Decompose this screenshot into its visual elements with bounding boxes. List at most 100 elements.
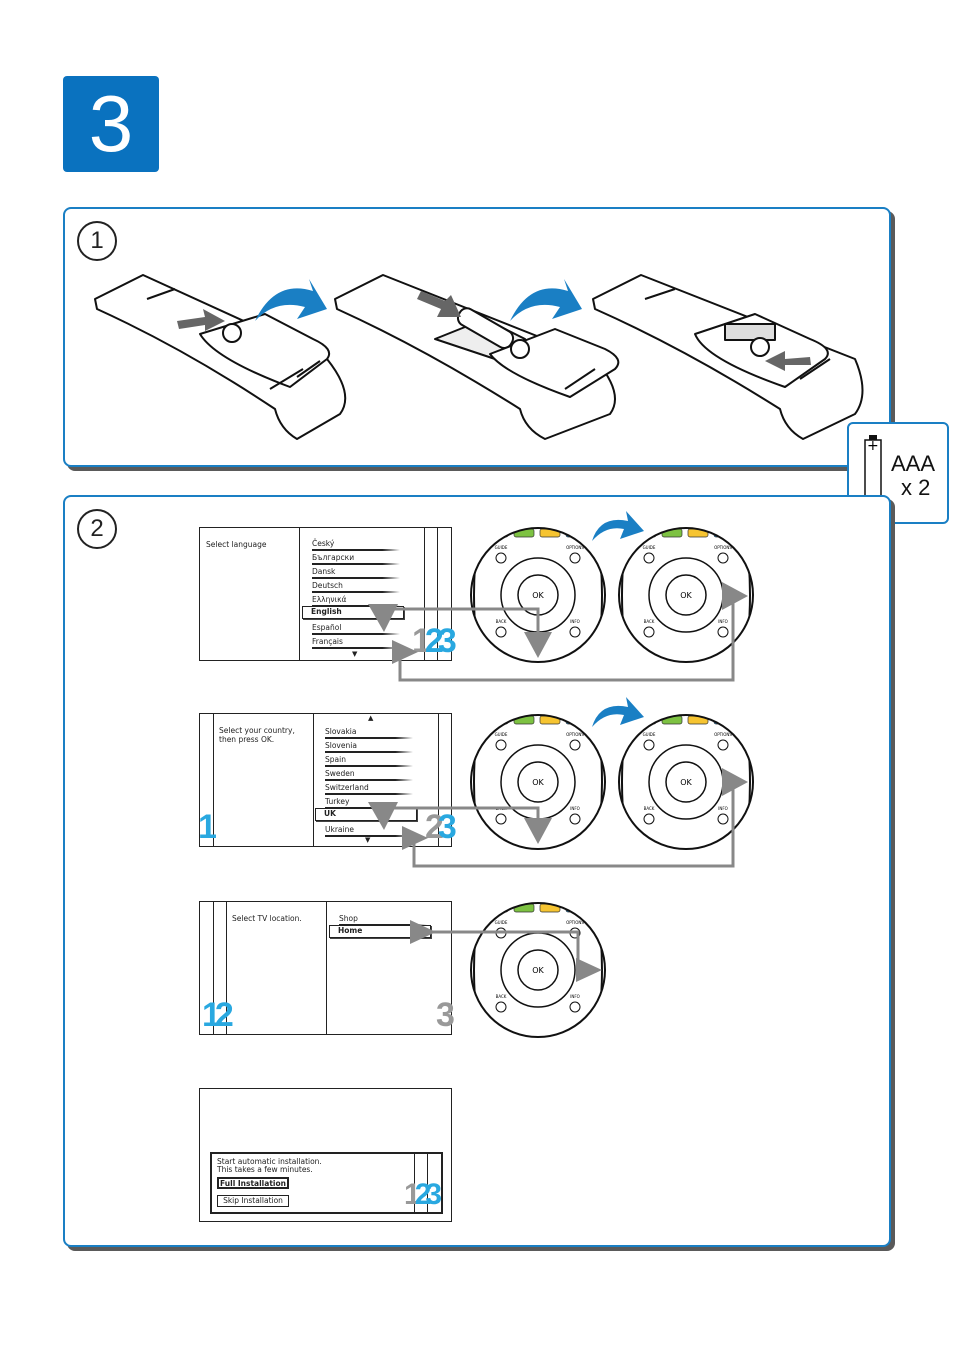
info-button[interactable] [717, 626, 729, 638]
item-divider [325, 835, 413, 837]
options-label: OPTIONS [714, 545, 732, 550]
guide-label: GUIDE [643, 732, 656, 737]
info-button[interactable] [569, 813, 581, 825]
arrow-icon [368, 802, 398, 830]
list-item[interactable]: Slovakia [325, 727, 357, 736]
arrow-icon [722, 768, 748, 796]
list-item[interactable]: Ukraine [325, 825, 354, 834]
list-item[interactable]: Dansk [312, 567, 336, 576]
selected-list-item[interactable]: UK [315, 808, 417, 821]
ok-button[interactable] [517, 761, 559, 803]
options-label: OPTIONS [714, 732, 732, 737]
options-label: OPTIONS [566, 732, 584, 737]
options-button[interactable] [569, 552, 581, 564]
guide-label: GUIDE [495, 732, 508, 737]
language-prompt: Select language [206, 540, 267, 549]
country-prompt: Select your country, then press OK. [219, 726, 295, 744]
location-prompt: Select TV location. [232, 914, 302, 923]
installation-dialog: Start automatic installation.This takes … [210, 1152, 443, 1214]
ok-label: OK [680, 591, 692, 600]
ok-label: OK [532, 591, 544, 600]
curved-arrow-icon [592, 697, 644, 727]
back-button[interactable] [495, 626, 507, 638]
battery-type: AAA [891, 451, 936, 476]
scroll-up-arrow-icon[interactable]: ▲ [368, 714, 374, 722]
country-screen: Select your country, then press OK. ▲ Sl… [198, 713, 457, 847]
back-button[interactable] [495, 1001, 507, 1013]
arrow-icon [722, 582, 748, 610]
arrow-icon [392, 640, 418, 664]
list-item[interactable]: Ελληνικά [312, 595, 347, 604]
list-item[interactable]: Български [312, 553, 355, 562]
installation-screen: Start automatic installation.This takes … [199, 1088, 452, 1222]
guide-button[interactable] [495, 739, 507, 751]
item-divider [312, 633, 400, 635]
info-label: INFO [570, 619, 580, 624]
battery-count: x 2 [901, 475, 931, 500]
slide-arrow-icon [417, 291, 461, 317]
info-button[interactable] [717, 813, 729, 825]
guide-label: GUIDE [495, 545, 508, 550]
guide-button[interactable] [643, 739, 655, 751]
options-button[interactable] [569, 739, 581, 751]
scroll-down-arrow-icon[interactable]: ▼ [365, 836, 371, 844]
arrow-icon [402, 826, 428, 850]
back-button[interactable] [643, 813, 655, 825]
selected-list-item[interactable]: English [302, 606, 404, 619]
substep-number: 1 [77, 221, 117, 261]
full-installation-button[interactable]: Full Installation [217, 1177, 289, 1189]
back-label: BACK [496, 619, 507, 624]
slide-arrow-icon [765, 351, 811, 371]
slide-arrow-icon [177, 309, 225, 331]
back-label: BACK [644, 806, 655, 811]
remote-closed-illustration [94, 274, 347, 440]
ok-button[interactable] [665, 574, 707, 616]
list-item[interactable]: Shop [339, 914, 358, 923]
guide-button[interactable] [495, 552, 507, 564]
options-button[interactable] [717, 739, 729, 751]
substep-number: 2 [77, 509, 117, 549]
item-divider [325, 793, 413, 795]
list-item[interactable]: Français [312, 637, 343, 646]
list-item[interactable]: Slovenia [325, 741, 357, 750]
curved-arrow-icon [255, 279, 327, 321]
back-button[interactable] [643, 626, 655, 638]
back-button[interactable] [495, 813, 507, 825]
item-divider [312, 647, 400, 649]
ok-label: OK [680, 778, 692, 787]
remote-open-illustration [334, 274, 620, 440]
arrow-icon [576, 958, 602, 982]
list-item[interactable]: Český [312, 539, 335, 548]
curved-arrow-icon [510, 279, 582, 321]
skip-installation-button[interactable]: Skip Installation [217, 1195, 289, 1207]
item-divider [312, 549, 400, 551]
battery-icon [864, 435, 882, 513]
options-button[interactable] [717, 552, 729, 564]
list-item[interactable]: Deutsch [312, 581, 343, 590]
list-item[interactable]: Español [312, 623, 342, 632]
step-indicator: 123 [404, 1178, 442, 1211]
step-number-badge: 3 [63, 76, 159, 172]
back-label: BACK [644, 619, 655, 624]
item-divider [325, 751, 413, 753]
ok-button[interactable] [517, 949, 559, 991]
list-item[interactable]: Spain [325, 755, 346, 764]
battery-install-panel: 1 [63, 207, 949, 524]
ok-button[interactable] [665, 761, 707, 803]
info-button[interactable] [569, 626, 581, 638]
list-item[interactable]: Sweden [325, 769, 355, 778]
arrow-icon [524, 632, 552, 658]
item-divider [312, 563, 400, 565]
list-item[interactable]: Turkey [325, 797, 350, 806]
item-divider [325, 737, 413, 739]
guide-label: GUIDE [495, 920, 508, 925]
info-button[interactable] [569, 1001, 581, 1013]
scroll-down-arrow-icon[interactable]: ▼ [352, 650, 358, 658]
ok-label: OK [532, 778, 544, 787]
guide-button[interactable] [643, 552, 655, 564]
list-item[interactable]: Switzerland [325, 783, 369, 792]
arrow-icon [524, 818, 552, 844]
